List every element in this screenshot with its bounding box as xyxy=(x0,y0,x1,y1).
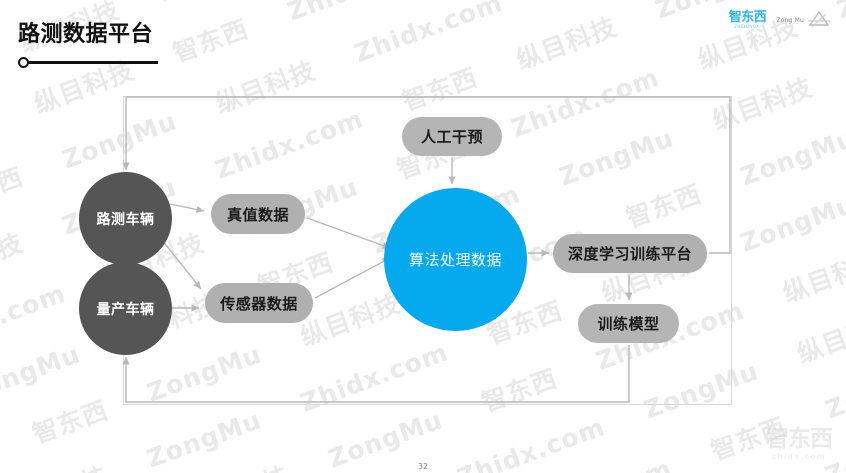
watermark-token: 纵目科技 xyxy=(793,305,846,369)
node-training-model[interactable]: 训练模型 xyxy=(578,304,679,343)
watermark-token: Zhidx.com xyxy=(284,0,440,26)
watermark-token: 纵目科技 xyxy=(512,12,621,75)
node-road-test-vehicle[interactable]: 路测车辆 xyxy=(79,172,172,265)
node-deep-learning-training-platform[interactable]: 深度学习训练平台 xyxy=(553,234,707,273)
watermark-token: ZongMu xyxy=(736,189,846,258)
zongmu-logo: Zong Mu xyxy=(776,9,832,31)
zongmu-logo-text: Zong Mu xyxy=(776,16,804,24)
watermark-token: 纵目科技 xyxy=(186,461,294,473)
footer-logo-cn: 智东西 xyxy=(766,426,833,452)
node-label: 传感器数据 xyxy=(220,294,298,313)
node-label: 路测车辆 xyxy=(96,211,155,228)
node-label: 深度学习训练平台 xyxy=(567,245,692,263)
watermark-token: Zhidx.com xyxy=(350,0,507,69)
node-manual-intervention[interactable]: 人工干预 xyxy=(402,117,502,156)
brand-logo-group: 智东西 ZHIDONGXI Zong Mu xyxy=(729,9,832,31)
node-label: 人工干预 xyxy=(420,128,483,146)
node-label: 算法处理数据 xyxy=(408,251,502,269)
node-mass-production-vehicle[interactable]: 量产车辆 xyxy=(79,262,172,355)
watermark-token: Zhidx.com xyxy=(0,278,70,359)
watermark-token: Zhidx.com xyxy=(453,412,609,473)
watermark-token: 智东西 xyxy=(169,14,253,69)
node-sensor-data[interactable]: 传感器数据 xyxy=(205,283,313,323)
watermark-token: Zhidx.com xyxy=(520,454,676,473)
watermark-token: 纵目科技 xyxy=(4,461,112,473)
node-label: 真值数据 xyxy=(226,205,289,224)
page-title: 路测数据平台 xyxy=(18,22,154,47)
node-ground-truth-data[interactable]: 真值数据 xyxy=(211,194,305,234)
watermark-token: 纵目科技 xyxy=(0,228,27,291)
node-label: 量产车辆 xyxy=(96,301,155,318)
watermark-token: ZongMu xyxy=(0,339,85,408)
watermark-token: ZongMu xyxy=(821,356,846,425)
footer-logo-en: zhidx.com xyxy=(771,452,827,461)
watermark-token: ZongMu xyxy=(736,123,846,192)
slide-header: 路测数据平台 xyxy=(18,16,158,68)
title-rule-bar xyxy=(23,61,158,64)
title-rule-dot-icon xyxy=(18,57,29,68)
title-underline-rule xyxy=(18,57,158,68)
zhidx-logo-cn: 智东西 xyxy=(728,10,767,25)
page-number: 32 xyxy=(417,462,429,471)
watermark-token: 智东西 xyxy=(28,395,112,450)
zhidx-logo: 智东西 ZHIDONGXI xyxy=(729,11,767,29)
watermark-token: ZongMu xyxy=(155,0,277,7)
watermark-token: ZongMu xyxy=(833,0,846,24)
node-label: 训练模型 xyxy=(597,315,660,333)
node-algorithm-data-processing[interactable]: 算法处理数据 xyxy=(384,188,527,331)
watermark-token: ZongMu xyxy=(324,405,447,473)
footer-zhidx-watermark-logo: 智东西 zhidx.com xyxy=(766,426,833,461)
watermark-token: 纵目科技 xyxy=(779,245,846,308)
watermark-token: ZongMu xyxy=(142,405,266,473)
zhidx-logo-en: ZHIDONGXI xyxy=(734,24,761,29)
watermark-token: 智东西 xyxy=(0,162,28,217)
zongmu-mark-icon xyxy=(808,10,830,28)
